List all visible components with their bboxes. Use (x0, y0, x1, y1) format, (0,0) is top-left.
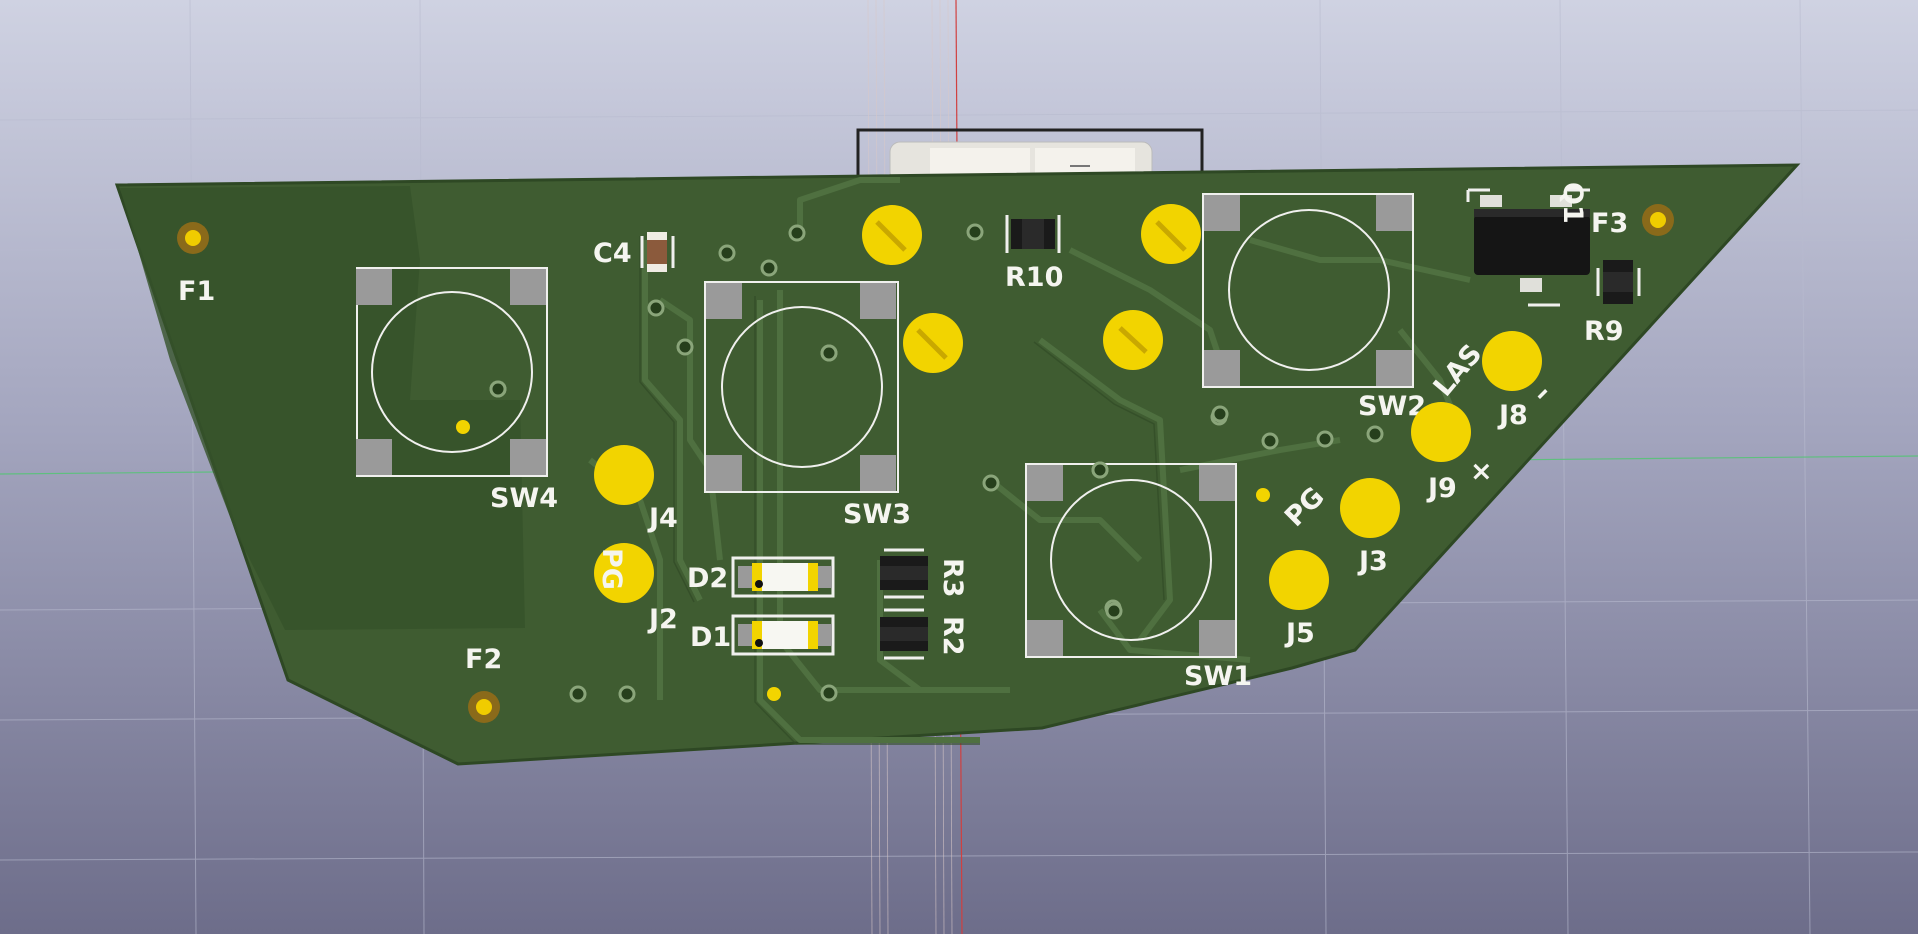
connector-J4[interactable]: J4 (594, 445, 678, 534)
resistor-R10[interactable]: R10 (1005, 215, 1063, 293)
label-J9: J9 (1426, 473, 1457, 504)
silk-plus: × (1470, 456, 1493, 487)
label-R2: R2 (937, 616, 968, 656)
switch-vias (489, 344, 1123, 620)
resistor-R9[interactable]: R9 (1584, 260, 1641, 347)
label-J5: J5 (1284, 618, 1315, 649)
resistor-R2[interactable]: R2 (880, 608, 968, 660)
label-R3: R3 (937, 558, 968, 598)
led-D1[interactable]: D1 (690, 614, 835, 656)
label-F3: F3 (1591, 208, 1628, 239)
connector-J3[interactable]: J3 (1340, 478, 1400, 577)
label-SW4: SW4 (490, 483, 558, 514)
small-pad (1256, 488, 1270, 502)
label-F2: F2 (465, 644, 502, 675)
small-pad (767, 687, 781, 701)
label-SW3: SW3 (843, 499, 911, 530)
label-R10: R10 (1005, 262, 1063, 293)
label-D2: D2 (687, 563, 728, 594)
label-J8: J8 (1497, 400, 1528, 431)
small-pad (456, 420, 470, 434)
connector-J9[interactable]: J9 × (1411, 402, 1493, 504)
fiducial-F3[interactable]: F3 (1591, 204, 1674, 239)
ic-Q1[interactable]: Q1 (1466, 182, 1590, 307)
switch-SW2[interactable]: SW2 (1202, 193, 1426, 422)
switch-SW3[interactable]: SW3 (704, 281, 911, 530)
copper-traces-outline (639, 236, 1165, 745)
fiducial-F1[interactable]: F1 (177, 222, 215, 307)
label-F1: F1 (178, 276, 215, 307)
switch-SW1[interactable]: SW1 (1025, 463, 1252, 692)
label-R9: R9 (1584, 316, 1624, 347)
switch-SW4[interactable]: SW4 (356, 267, 558, 514)
label-SW1: SW1 (1184, 661, 1252, 692)
label-SW2: SW2 (1358, 391, 1426, 422)
label-D1: D1 (690, 622, 731, 653)
silk-pg-left: PG (596, 548, 627, 590)
copper-pour-left (120, 186, 525, 630)
capacitor-C4[interactable]: C4 (593, 232, 675, 272)
label-J2: J2 (647, 604, 678, 635)
connector-J5[interactable]: J5 (1269, 550, 1329, 649)
connector-J2[interactable]: J2 (594, 543, 678, 635)
pcb-board (114, 163, 1801, 766)
label-J4: J4 (647, 503, 678, 534)
mounting-pads (862, 204, 1201, 373)
label-Q1: Q1 (1557, 182, 1588, 224)
led-D2[interactable]: D2 (687, 556, 835, 598)
resistor-R3[interactable]: R3 (880, 548, 968, 599)
label-C4: C4 (593, 238, 632, 269)
label-J3: J3 (1357, 546, 1388, 577)
fiducial-F2[interactable]: F2 (465, 644, 502, 723)
